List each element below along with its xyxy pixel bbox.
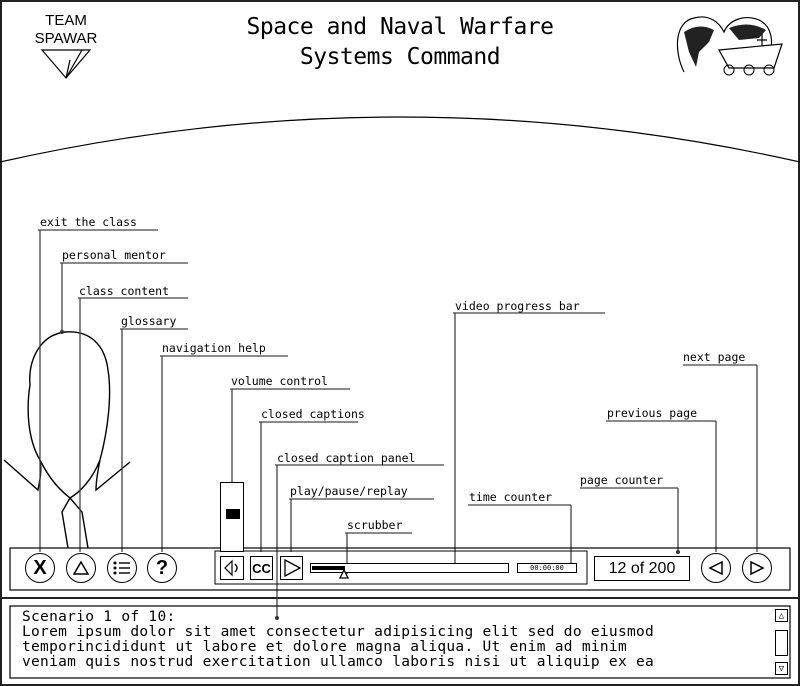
team-spawar-logo: TEAM SPAWAR [30, 12, 102, 85]
callout-progress: video progress bar [455, 299, 580, 313]
callout-volume: volume control [231, 374, 328, 388]
logo-triangle-icon [40, 49, 92, 79]
exit-button[interactable]: X [25, 553, 55, 583]
callout-time: time counter [469, 490, 553, 504]
title-line2: Systems Command [299, 44, 501, 70]
scroll-up-button[interactable]: △ [775, 609, 788, 622]
callout-mentor: personal mentor [62, 248, 166, 262]
help-icon: ? [155, 556, 169, 579]
scrollbar-thumb[interactable] [775, 630, 788, 656]
exit-icon: X [33, 556, 47, 579]
class-content-button[interactable] [66, 553, 96, 583]
glossary-button[interactable] [107, 553, 137, 583]
globe-ship-emblem-icon [676, 16, 783, 76]
triangle-left-icon [708, 560, 723, 576]
callout-caption-panel: closed caption panel [277, 451, 416, 465]
callout-content: class content [79, 284, 170, 298]
callout-play: play/pause/replay [290, 484, 408, 498]
speaker-icon [224, 559, 238, 577]
callout-glossary: glossary [121, 314, 177, 328]
scroll-down-icon: ▽ [778, 663, 785, 674]
header-arc [0, 116, 800, 163]
callout-page-counter: page counter [580, 473, 664, 487]
callout-captions: closed captions [261, 407, 365, 421]
volume-button[interactable] [220, 556, 244, 580]
volume-slider-knob[interactable] [226, 508, 240, 519]
caption-scrollbar[interactable]: △ ▽ [774, 608, 789, 676]
callout-scrubber: scrubber [347, 518, 403, 532]
title-line1: Space and Naval Warfare [246, 14, 555, 40]
next-page-button[interactable] [742, 553, 772, 583]
video-progress-bar[interactable] [310, 563, 509, 573]
mentor-silhouette [3, 331, 131, 549]
scroll-up-icon: △ [778, 610, 785, 621]
scroll-down-button[interactable]: ▽ [775, 662, 788, 675]
caption-line: veniam quis nostrud exercitation ullamco… [22, 654, 655, 670]
play-button[interactable] [280, 556, 303, 580]
triangle-icon [73, 560, 89, 575]
list-icon [113, 561, 130, 575]
caption-heading: Scenario 1 of 10: [22, 609, 176, 625]
cc-label: CC [252, 560, 271, 576]
time-counter-text: 00:00:00 [530, 564, 564, 572]
callout-prev: previous page [607, 406, 698, 420]
navigation-help-button[interactable]: ? [147, 553, 177, 583]
logo-text-line2: SPAWAR [34, 30, 98, 47]
video-progress-fill [312, 566, 346, 570]
caption-line: temporincididunt ut labore et dolore mag… [22, 639, 627, 655]
volume-slider[interactable] [220, 482, 244, 552]
time-counter: 00:00:00 [517, 563, 577, 573]
caption-line: Lorem ipsum dolor sit amet consectetur a… [22, 624, 655, 640]
callout-help: navigation help [162, 341, 266, 355]
closed-captions-button[interactable]: CC [250, 556, 273, 580]
previous-page-button[interactable] [701, 553, 731, 583]
scrubber-handle-icon[interactable] [339, 570, 350, 579]
logo-text-line1: TEAM [45, 12, 87, 29]
closed-caption-panel: Scenario 1 of 10:Lorem ipsum dolor sit a… [22, 610, 770, 670]
play-icon [283, 559, 301, 577]
page-counter: 12 of 200 [594, 556, 690, 581]
callout-next: next page [683, 350, 746, 364]
page-title: Space and Naval Warfare Systems Command [200, 12, 600, 72]
triangle-right-icon [750, 560, 765, 576]
callout-exit: exit the class [40, 215, 137, 229]
page-counter-text: 12 of 200 [608, 559, 676, 577]
